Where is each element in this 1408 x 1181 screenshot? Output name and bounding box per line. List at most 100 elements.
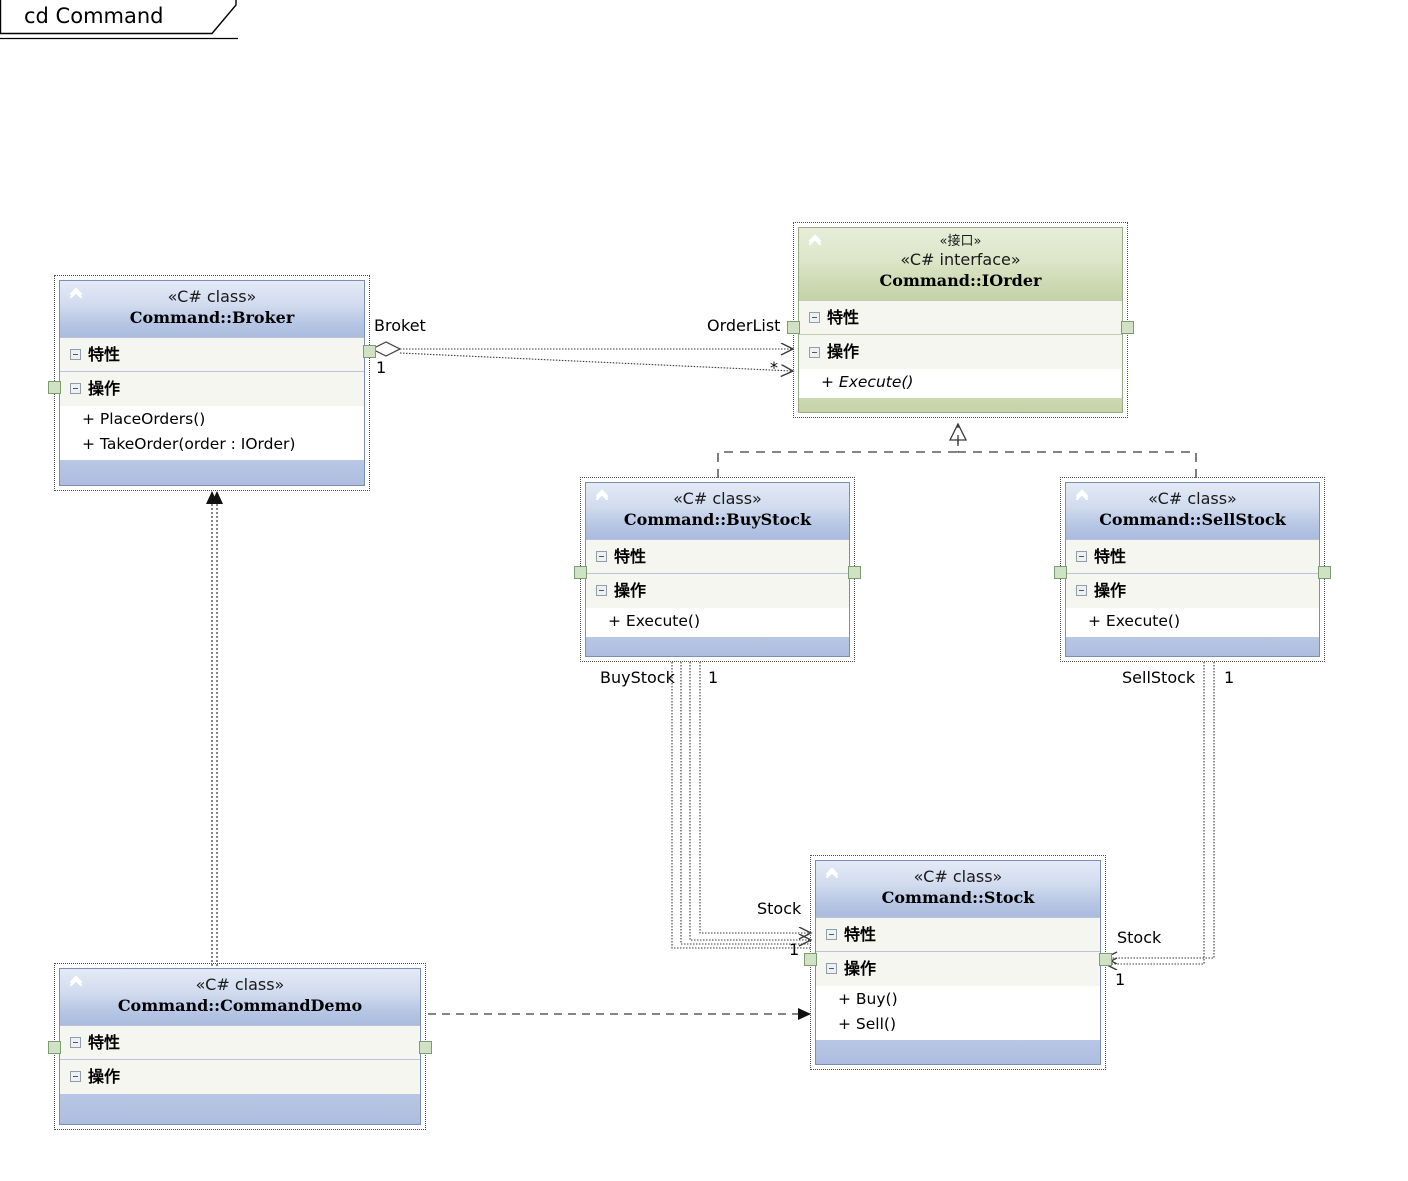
chevron-up-icon[interactable] xyxy=(68,285,84,301)
operation-item: + Sell() xyxy=(838,1015,896,1034)
anchor-handle-right[interactable] xyxy=(1318,566,1331,579)
edge-buystock-realizes-iorder[interactable] xyxy=(717,424,958,478)
edge-label-sellstock: SellStock xyxy=(1122,668,1196,687)
attributes-label-buystock: 特性 xyxy=(614,546,647,566)
edge-mult-broket: 1 xyxy=(376,358,387,377)
edge-label-broket: Broket xyxy=(374,316,426,335)
collapse-minus-icon[interactable] xyxy=(70,348,81,360)
edge-commanddemo-depends-broker[interactable] xyxy=(206,491,223,966)
edge-sellstock-realizes-iorder[interactable] xyxy=(957,424,1197,478)
stereotype-broker: «C# class» xyxy=(167,287,257,306)
class-name-buystock: Command::BuyStock xyxy=(623,510,812,529)
collapse-minus-icon[interactable] xyxy=(826,963,837,975)
node-footer-iorder xyxy=(799,398,1122,412)
collapse-minus-icon[interactable] xyxy=(70,383,81,395)
anchor-handle-right[interactable] xyxy=(419,1041,432,1054)
operations-compartment-buystock[interactable]: 操作 xyxy=(586,573,849,608)
operations-compartment-iorder[interactable]: 操作 xyxy=(799,334,1122,370)
attributes-label-sellstock: 特性 xyxy=(1094,546,1127,566)
class-node-buystock[interactable]: «C# class» Command::BuyStock 特性 操作 + Exe… xyxy=(574,477,861,662)
class-node-broker[interactable]: «C# class» Command::Broker 特性 操作 + Place… xyxy=(48,275,376,491)
anchor-handle-left[interactable] xyxy=(48,1041,61,1054)
operations-label-commanddemo: 操作 xyxy=(88,1067,121,1087)
attributes-compartment-buystock[interactable]: 特性 xyxy=(586,538,849,574)
stereotype-iorder: «C# interface» xyxy=(900,250,1021,270)
edge-mult-stock-left: 1 xyxy=(789,940,800,959)
collapse-minus-icon[interactable] xyxy=(596,550,607,562)
anchor-handle-left[interactable] xyxy=(48,381,61,394)
attributes-compartment-stock[interactable]: 特性 xyxy=(816,916,1100,952)
operation-item: + Execute() xyxy=(1088,611,1180,630)
chevron-up-icon[interactable] xyxy=(594,487,610,503)
stereotype-cn-iorder: «接口» xyxy=(939,234,982,249)
operations-label-broker: 操作 xyxy=(88,379,121,399)
class-node-stock[interactable]: «C# class» Command::Stock 特性 操作 + Buy() … xyxy=(804,855,1112,1070)
operations-compartment-commanddemo[interactable]: 操作 xyxy=(60,1059,420,1094)
operations-label-sellstock: 操作 xyxy=(1094,581,1127,601)
interface-node-iorder[interactable]: «接口» «C# interface» Command::IOrder 特性 操… xyxy=(787,222,1134,418)
chevron-up-icon[interactable] xyxy=(807,232,823,248)
edge-label-stock-right: Stock xyxy=(1117,928,1162,947)
class-node-commanddemo[interactable]: «C# class» Command::CommandDemo 特性 操作 xyxy=(48,963,432,1130)
class-name-commanddemo: Command::CommandDemo xyxy=(117,996,363,1015)
chevron-up-icon[interactable] xyxy=(824,865,840,881)
anchor-handle-right[interactable] xyxy=(1121,321,1134,334)
operations-compartment-sellstock[interactable]: 操作 xyxy=(1066,573,1319,608)
operation-item: + Execute() xyxy=(821,373,914,392)
anchor-handle-left[interactable] xyxy=(804,953,817,966)
collapse-minus-icon[interactable] xyxy=(826,928,837,940)
operations-compartment-broker[interactable]: 操作 xyxy=(60,371,364,406)
diagram-title-tab[interactable]: cd Command xyxy=(0,0,238,40)
node-footer-sellstock xyxy=(1066,637,1319,656)
edge-broker-to-iorder[interactable] xyxy=(370,341,792,371)
collapse-minus-icon[interactable] xyxy=(1076,550,1087,562)
anchor-handle-right[interactable] xyxy=(848,566,861,579)
attributes-compartment-commanddemo[interactable]: 特性 xyxy=(60,1024,420,1060)
collapse-minus-icon[interactable] xyxy=(809,346,820,358)
operations-list-broker: + PlaceOrders() + TakeOrder(order : IOrd… xyxy=(60,405,364,461)
attributes-label-stock: 特性 xyxy=(844,924,877,944)
stereotype-stock: «C# class» xyxy=(913,867,1003,886)
chevron-up-icon[interactable] xyxy=(68,973,84,989)
collapse-minus-icon[interactable] xyxy=(809,312,820,324)
class-name-sellstock: Command::SellStock xyxy=(1099,510,1286,529)
edge-sellstock-to-stock[interactable] xyxy=(1106,662,1215,964)
operations-list-buystock: + Execute() xyxy=(586,607,849,638)
collapse-minus-icon[interactable] xyxy=(1076,585,1087,597)
edge-label-stock-left: Stock xyxy=(757,899,802,918)
operations-list-iorder: + Execute() xyxy=(799,369,1122,399)
collapse-minus-icon[interactable] xyxy=(70,1036,81,1048)
operation-item: + TakeOrder(order : IOrder) xyxy=(82,435,296,454)
edge-mult-buystock: 1 xyxy=(708,668,719,687)
node-footer-buystock xyxy=(586,637,849,656)
edge-buystock-to-stock[interactable] xyxy=(671,662,810,949)
node-header-buystock: «C# class» Command::BuyStock xyxy=(586,483,849,539)
anchor-handle-right[interactable] xyxy=(1099,953,1112,966)
anchor-handle-left[interactable] xyxy=(787,321,800,334)
collapse-minus-icon[interactable] xyxy=(596,585,607,597)
edge-mult-stock-right: 1 xyxy=(1115,970,1126,989)
class-name-stock: Command::Stock xyxy=(881,888,1035,907)
chevron-up-icon[interactable] xyxy=(1074,487,1090,503)
stereotype-buystock: «C# class» xyxy=(673,489,762,508)
operations-label-stock: 操作 xyxy=(844,959,877,979)
attributes-compartment-iorder[interactable]: 特性 xyxy=(799,299,1122,335)
operation-item: + PlaceOrders() xyxy=(82,409,206,428)
node-footer-broker xyxy=(60,460,364,485)
title-tab-shape xyxy=(0,0,238,40)
collapse-minus-icon[interactable] xyxy=(70,1071,81,1083)
anchor-handle-left[interactable] xyxy=(1054,566,1067,579)
stereotype-sellstock: «C# class» xyxy=(1148,489,1237,508)
attributes-compartment-broker[interactable]: 特性 xyxy=(60,336,364,372)
attributes-compartment-sellstock[interactable]: 特性 xyxy=(1066,538,1319,574)
operations-compartment-stock[interactable]: 操作 xyxy=(816,951,1100,986)
edge-mult-sellstock: 1 xyxy=(1224,668,1235,687)
aggregation-diamond xyxy=(370,341,402,357)
attributes-label-commanddemo: 特性 xyxy=(88,1032,121,1052)
anchor-handle-left[interactable] xyxy=(574,566,587,579)
class-name-broker: Command::Broker xyxy=(129,308,295,327)
node-footer-stock xyxy=(816,1040,1100,1064)
node-header-commanddemo: «C# class» Command::CommandDemo xyxy=(60,969,420,1025)
anchor-handle-right[interactable] xyxy=(363,345,376,358)
class-node-sellstock[interactable]: «C# class» Command::SellStock 特性 操作 + Ex… xyxy=(1054,477,1331,662)
